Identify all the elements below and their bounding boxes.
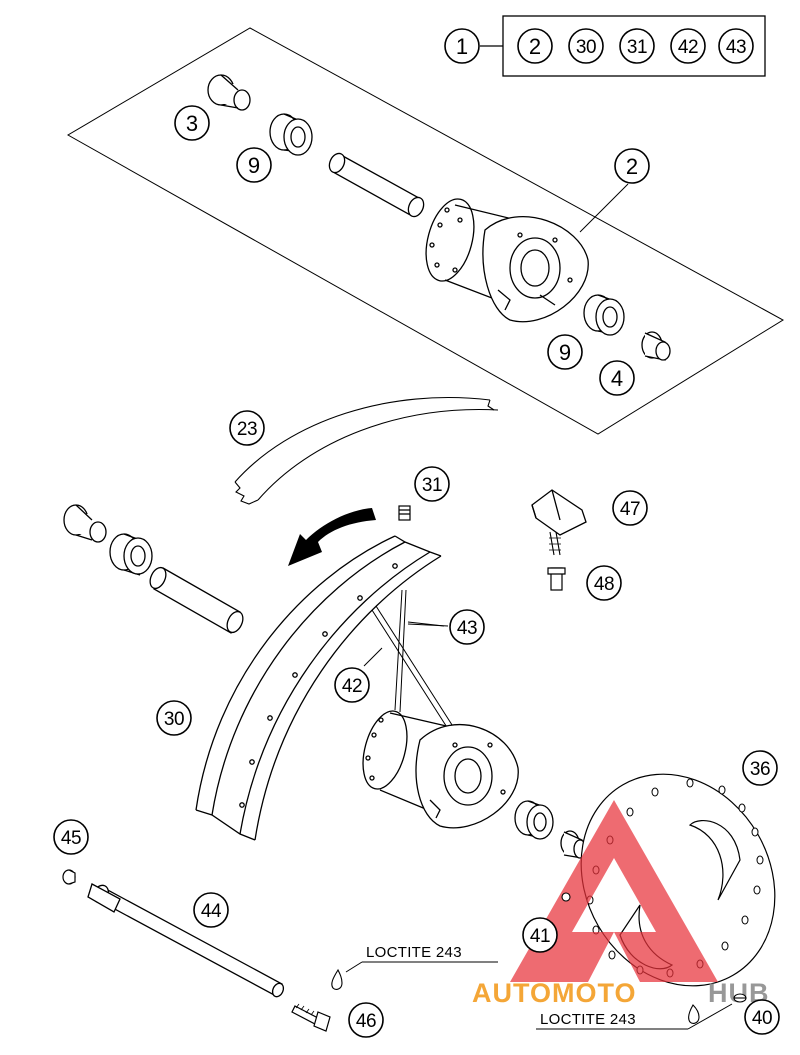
svg-text:23: 23 <box>237 419 257 440</box>
svg-text:45: 45 <box>61 828 81 849</box>
rotation-arrow <box>288 508 376 566</box>
callout-40[interactable]: 40 <box>744 999 780 1035</box>
kit-reference-group: 1 2 30 31 42 43 <box>444 15 766 77</box>
callout-23[interactable]: 23 <box>229 410 265 446</box>
leader-2 <box>579 183 629 233</box>
callout-1[interactable]: 1 <box>444 28 480 64</box>
svg-text:3: 3 <box>186 111 198 136</box>
kit-member-30[interactable]: 30 <box>568 28 604 64</box>
hub-assembly-panel: 3 9 2 9 4 <box>66 27 784 435</box>
bolt-part-40 <box>733 993 747 1003</box>
axle-part-44 <box>87 883 285 998</box>
watermark-logo-shape <box>510 800 718 982</box>
svg-text:2: 2 <box>626 154 638 179</box>
callout-48[interactable]: 48 <box>586 565 622 601</box>
svg-text:2: 2 <box>529 34 541 59</box>
spacer-part-3 <box>207 74 251 111</box>
disc-bolt-part-41 <box>561 892 571 902</box>
left-spacer-stack <box>63 504 244 634</box>
rim-lock-nut-part-48 <box>547 567 566 591</box>
svg-text:9: 9 <box>248 153 260 178</box>
svg-text:36: 36 <box>750 759 770 780</box>
kit-member-2[interactable]: 2 <box>517 28 553 64</box>
spokes-part-42-43 <box>371 589 455 733</box>
rim-part-30 <box>195 535 442 841</box>
bearing-part-9a <box>269 113 313 156</box>
callout-46[interactable]: 46 <box>348 1002 384 1038</box>
callout-44[interactable]: 44 <box>193 892 229 928</box>
loctite-label-top: LOCTITE 243 <box>366 944 462 961</box>
rim-lock-part-47 <box>531 489 587 556</box>
callout-3[interactable]: 3 <box>174 105 210 141</box>
svg-text:42: 42 <box>678 37 698 58</box>
leader-43 <box>407 623 449 627</box>
callout-30[interactable]: 30 <box>156 700 192 736</box>
svg-text:47: 47 <box>620 499 640 520</box>
callout-45[interactable]: 45 <box>53 819 89 855</box>
callout-9-upper[interactable]: 9 <box>236 147 272 183</box>
callout-2[interactable]: 2 <box>614 148 650 184</box>
callout-9-lower[interactable]: 9 <box>547 334 583 370</box>
callout-47[interactable]: 47 <box>612 490 648 526</box>
svg-text:44: 44 <box>201 901 222 922</box>
callout-4[interactable]: 4 <box>599 360 635 396</box>
loctite-top-leader <box>345 961 363 973</box>
rim-tape-part-23 <box>234 397 499 505</box>
automotohub-watermark: AUTOMOTO HUB <box>472 800 769 1008</box>
svg-text:30: 30 <box>576 37 596 58</box>
svg-text:30: 30 <box>164 709 184 730</box>
bearing-part-9b <box>583 294 625 336</box>
callout-43[interactable]: 43 <box>449 609 485 645</box>
callout-42[interactable]: 42 <box>334 667 370 703</box>
svg-text:9: 9 <box>559 340 571 365</box>
leader-42 <box>363 647 383 667</box>
hub-part-2 <box>425 198 589 323</box>
callout-41[interactable]: 41 <box>522 917 558 953</box>
bolt-part-46 <box>291 1003 331 1032</box>
svg-text:41: 41 <box>530 926 550 947</box>
nut-part-45 <box>62 869 76 885</box>
callout-36[interactable]: 36 <box>742 750 778 786</box>
svg-text:40: 40 <box>752 1008 772 1029</box>
bearing-lower <box>514 800 554 840</box>
loctite-label-bottom: LOCTITE 243 <box>540 1011 636 1028</box>
svg-text:42: 42 <box>342 676 362 697</box>
svg-text:46: 46 <box>356 1011 376 1032</box>
kit-member-31[interactable]: 31 <box>619 28 655 64</box>
hub-spacer-tube <box>328 152 425 218</box>
loctite-drop-bottom <box>688 1004 700 1024</box>
loctite-bottom-leader <box>687 1003 733 1030</box>
svg-text:4: 4 <box>611 366 623 391</box>
spacer-part-4 <box>641 331 671 361</box>
svg-text:31: 31 <box>422 475 442 496</box>
wheel-hub <box>362 710 519 829</box>
panel-outline <box>66 27 784 435</box>
callout-31[interactable]: 31 <box>414 466 450 502</box>
loctite-drop-top <box>331 968 343 990</box>
kit-member-43[interactable]: 43 <box>718 28 754 64</box>
svg-text:43: 43 <box>726 37 746 58</box>
svg-text:43: 43 <box>457 618 477 639</box>
kit-member-42[interactable]: 42 <box>670 28 706 64</box>
valve-nut-part-31 <box>398 505 411 521</box>
watermark-text-automoto: AUTOMOTO <box>472 978 637 1008</box>
svg-text:48: 48 <box>594 574 614 595</box>
svg-text:1: 1 <box>456 34 468 59</box>
svg-text:31: 31 <box>627 37 647 58</box>
